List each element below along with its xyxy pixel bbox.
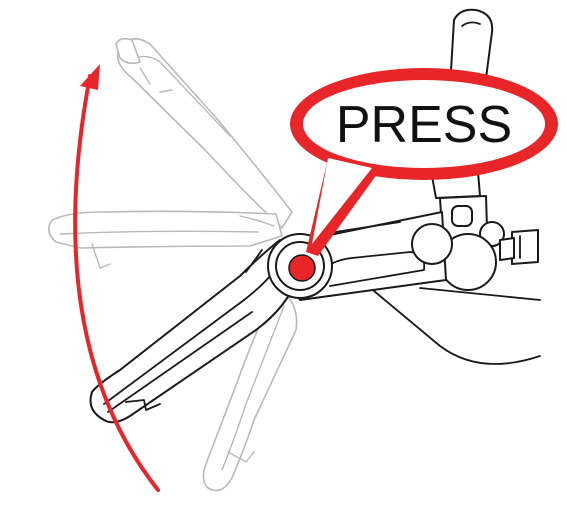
ghost-handle-upper	[115, 37, 293, 229]
press-callout: PRESS	[290, 68, 558, 256]
press-label: PRESS	[336, 96, 512, 154]
bracket-plate	[439, 195, 539, 291]
release-button	[288, 254, 316, 282]
ghost-handle-lower	[202, 287, 298, 492]
frame-body	[367, 285, 541, 365]
ghost-handle-horizontal	[48, 210, 283, 269]
arrowhead-icon	[80, 64, 100, 90]
rotation-arrow	[73, 64, 160, 492]
